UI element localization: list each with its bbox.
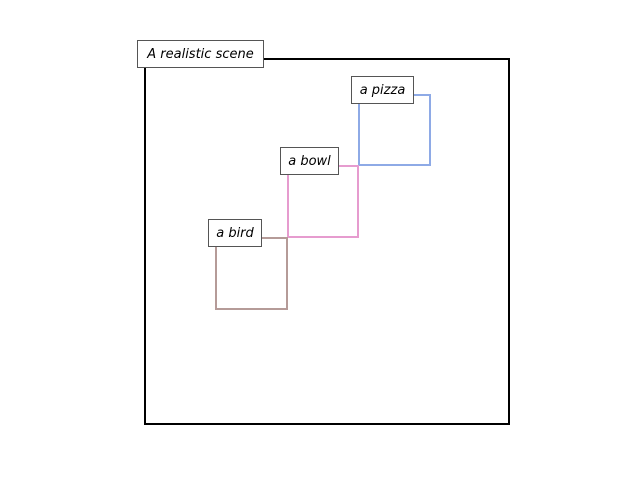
scene-frame [144, 58, 510, 425]
pizza-bounding-box [358, 94, 431, 166]
bowl-label: a bowl [280, 147, 339, 175]
pizza-label: a pizza [351, 76, 414, 104]
bird-bounding-box [215, 237, 288, 310]
bowl-bounding-box [287, 165, 359, 238]
scene-title-label: A realistic scene [137, 40, 264, 68]
bird-label: a bird [208, 219, 262, 247]
